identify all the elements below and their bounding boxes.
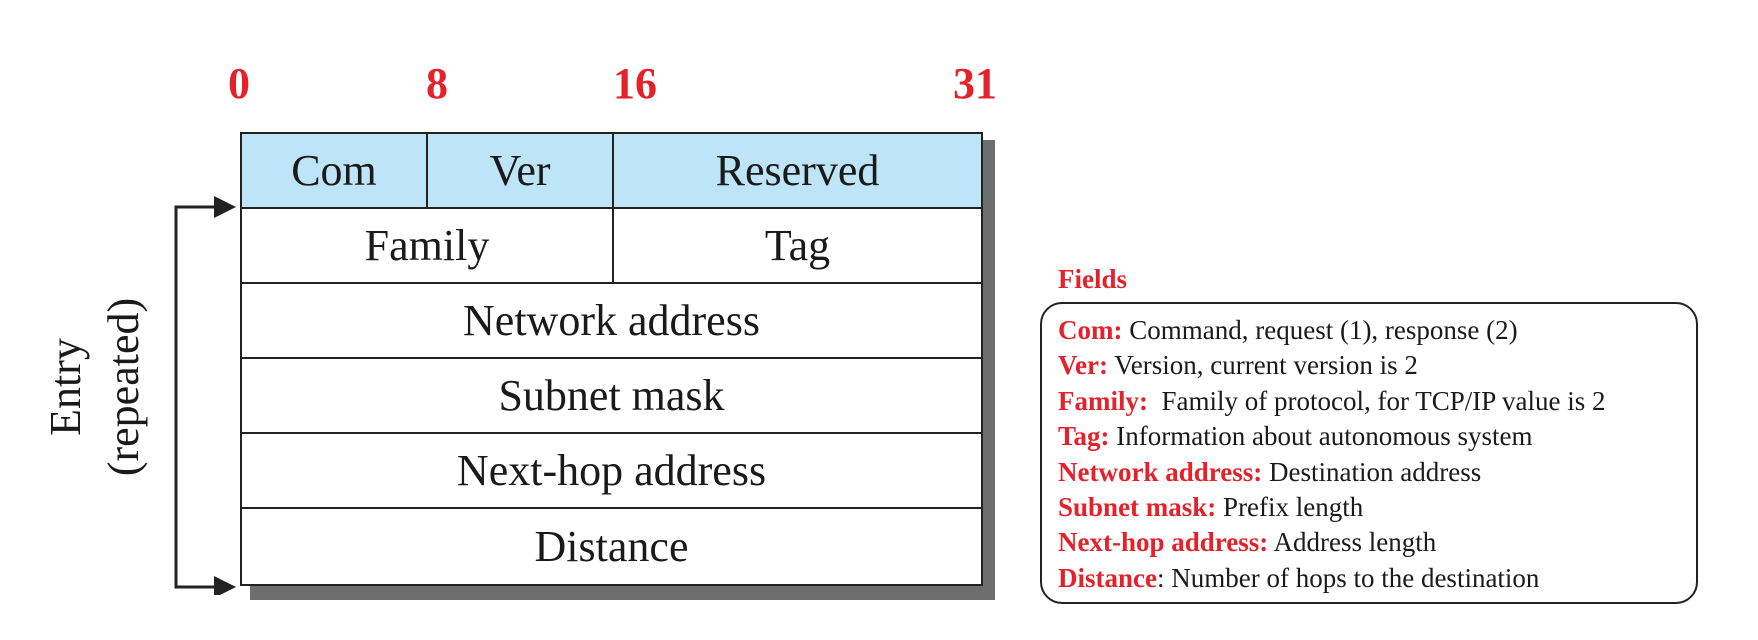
field-desc: Family of protocol, for TCP/IP value is …	[1147, 385, 1606, 416]
family-tag-row: Family Tag	[242, 209, 981, 284]
fields-title: Fields	[1058, 264, 1128, 294]
field-desc: Prefix length	[1216, 492, 1364, 523]
subnet-mask-row: Subnet mask	[242, 359, 981, 434]
repeat-bracket-arrow-icon	[174, 196, 236, 595]
field-desc: Version, current version is 2	[1107, 350, 1418, 381]
distance-row: Distance	[242, 509, 981, 584]
next-hop-address-row: Next-hop address	[242, 434, 981, 509]
field-item-family: Family: Family of protocol, for TCP/IP v…	[1058, 384, 1696, 419]
field-item-ver: Ver: Version, current version is 2	[1058, 348, 1696, 383]
entry-repeated-label: Entry (repeated)	[37, 298, 153, 476]
reserved-cell: Reserved	[715, 146, 880, 195]
field-key: Com:	[1058, 315, 1123, 345]
entry-label-line1: Entry	[40, 338, 90, 436]
field-item-distance: Distance: Number of hops to the destinat…	[1058, 561, 1696, 596]
bit-label-16: 16	[613, 59, 657, 108]
field-desc: Address length	[1268, 527, 1437, 558]
tag-cell: Tag	[764, 221, 831, 270]
header-row: Com Ver Reserved	[242, 134, 981, 209]
field-key: Distance	[1058, 562, 1157, 593]
field-desc: Destination address	[1262, 456, 1482, 487]
com-cell: Com	[242, 134, 428, 207]
field-item-tag: Tag: Information about autonomous system	[1058, 419, 1696, 454]
field-item-next-hop-address: Next-hop address: Address length	[1058, 525, 1696, 560]
field-item-subnet-mask: Subnet mask: Prefix length	[1058, 490, 1696, 525]
network-address-row: Network address	[242, 284, 981, 359]
field-key: Ver:	[1058, 350, 1108, 381]
bit-label-0: 0	[228, 59, 250, 108]
field-key: Tag:	[1058, 421, 1110, 452]
field-key: Next-hop address:	[1058, 527, 1269, 558]
network-address-cell: Network address	[463, 296, 760, 345]
field-key: Subnet mask:	[1058, 492, 1217, 523]
family-cell: Family	[242, 209, 614, 282]
ver-cell: Ver	[428, 134, 614, 207]
bit-label-8: 8	[426, 59, 448, 108]
subnet-mask-cell: Subnet mask	[498, 371, 725, 420]
field-item-com: Com: Command, request (1), response (2)	[1058, 313, 1696, 348]
field-desc: Information about autonomous system	[1109, 421, 1533, 452]
field-key: Network address:	[1058, 456, 1263, 487]
next-hop-address-cell: Next-hop address	[456, 446, 767, 495]
field-desc: : Number of hops to the destination	[1156, 562, 1540, 593]
field-key: Family:	[1058, 385, 1148, 416]
fields-legend-box: Com: Command, request (1), response (2) …	[1040, 302, 1698, 604]
field-item-network-address: Network address: Destination address	[1058, 455, 1696, 490]
entry-label-line2: (repeated)	[99, 297, 148, 477]
bit-label-31: 31	[953, 59, 997, 108]
field-desc: Command, request (1), response (2)	[1122, 315, 1518, 345]
rip-message-format-table: Com Ver Reserved Family Tag Network addr…	[240, 132, 983, 586]
distance-cell: Distance	[534, 522, 689, 571]
